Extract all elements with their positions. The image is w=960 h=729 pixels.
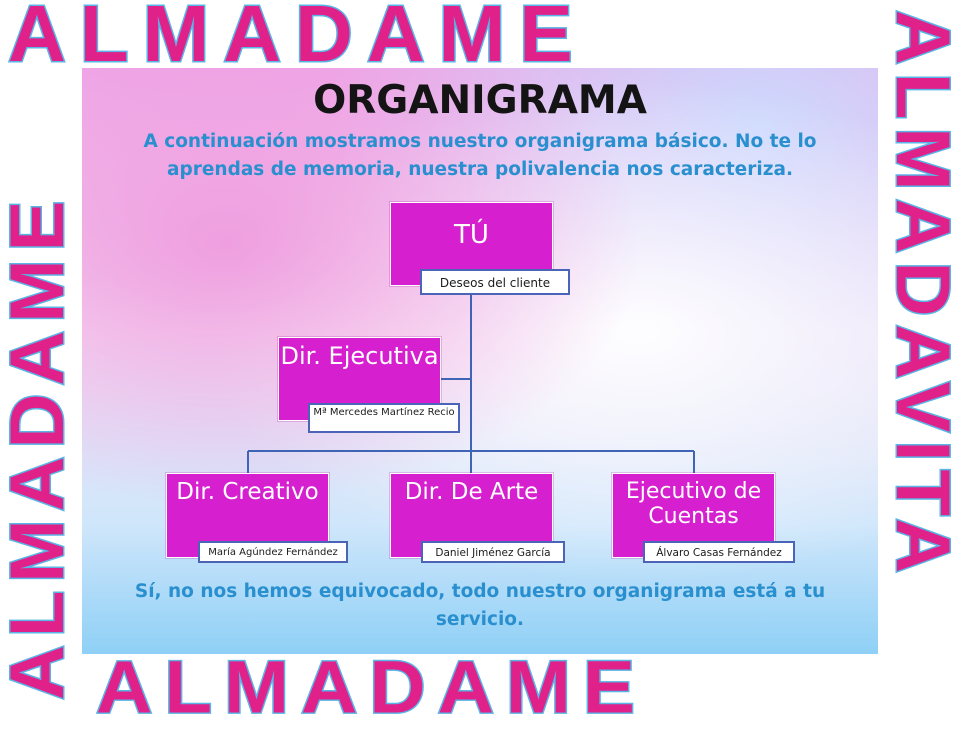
intro-text: A continuación mostramos nuestro organig…	[143, 131, 817, 180]
border-word-bottom: ALMADAME	[95, 645, 647, 729]
org-node-dir-ejecutiva-person: Mª Mercedes Martínez Recio	[308, 403, 460, 433]
org-node-root-person: Deseos del cliente	[420, 269, 570, 295]
org-node-dir-creativo-person: María Agúndez Fernández	[198, 541, 348, 563]
org-node-dir-arte-person: Daniel Jiménez García	[421, 541, 565, 563]
org-node-root-label: TÚ	[454, 220, 489, 250]
org-node-ejecutivo-cuentas-person: Álvaro Casas Fernández	[643, 541, 795, 563]
org-node-dir-arte-label: Dir. De Arte	[404, 479, 539, 505]
org-node-dir-creativo-label: Dir. Creativo	[176, 479, 319, 505]
org-node-ejecutivo-cuentas-label: Ejecutivo de Cuentas	[625, 479, 762, 530]
border-word-top: ALMADAME	[7, 0, 587, 78]
org-node-dir-ejecutiva-label: Dir. Ejecutiva	[280, 342, 439, 370]
closing-text: Sí, no nos hemos equivocado, todo nuestr…	[134, 581, 826, 630]
page-title: ORGANIGRAMA	[313, 78, 647, 123]
